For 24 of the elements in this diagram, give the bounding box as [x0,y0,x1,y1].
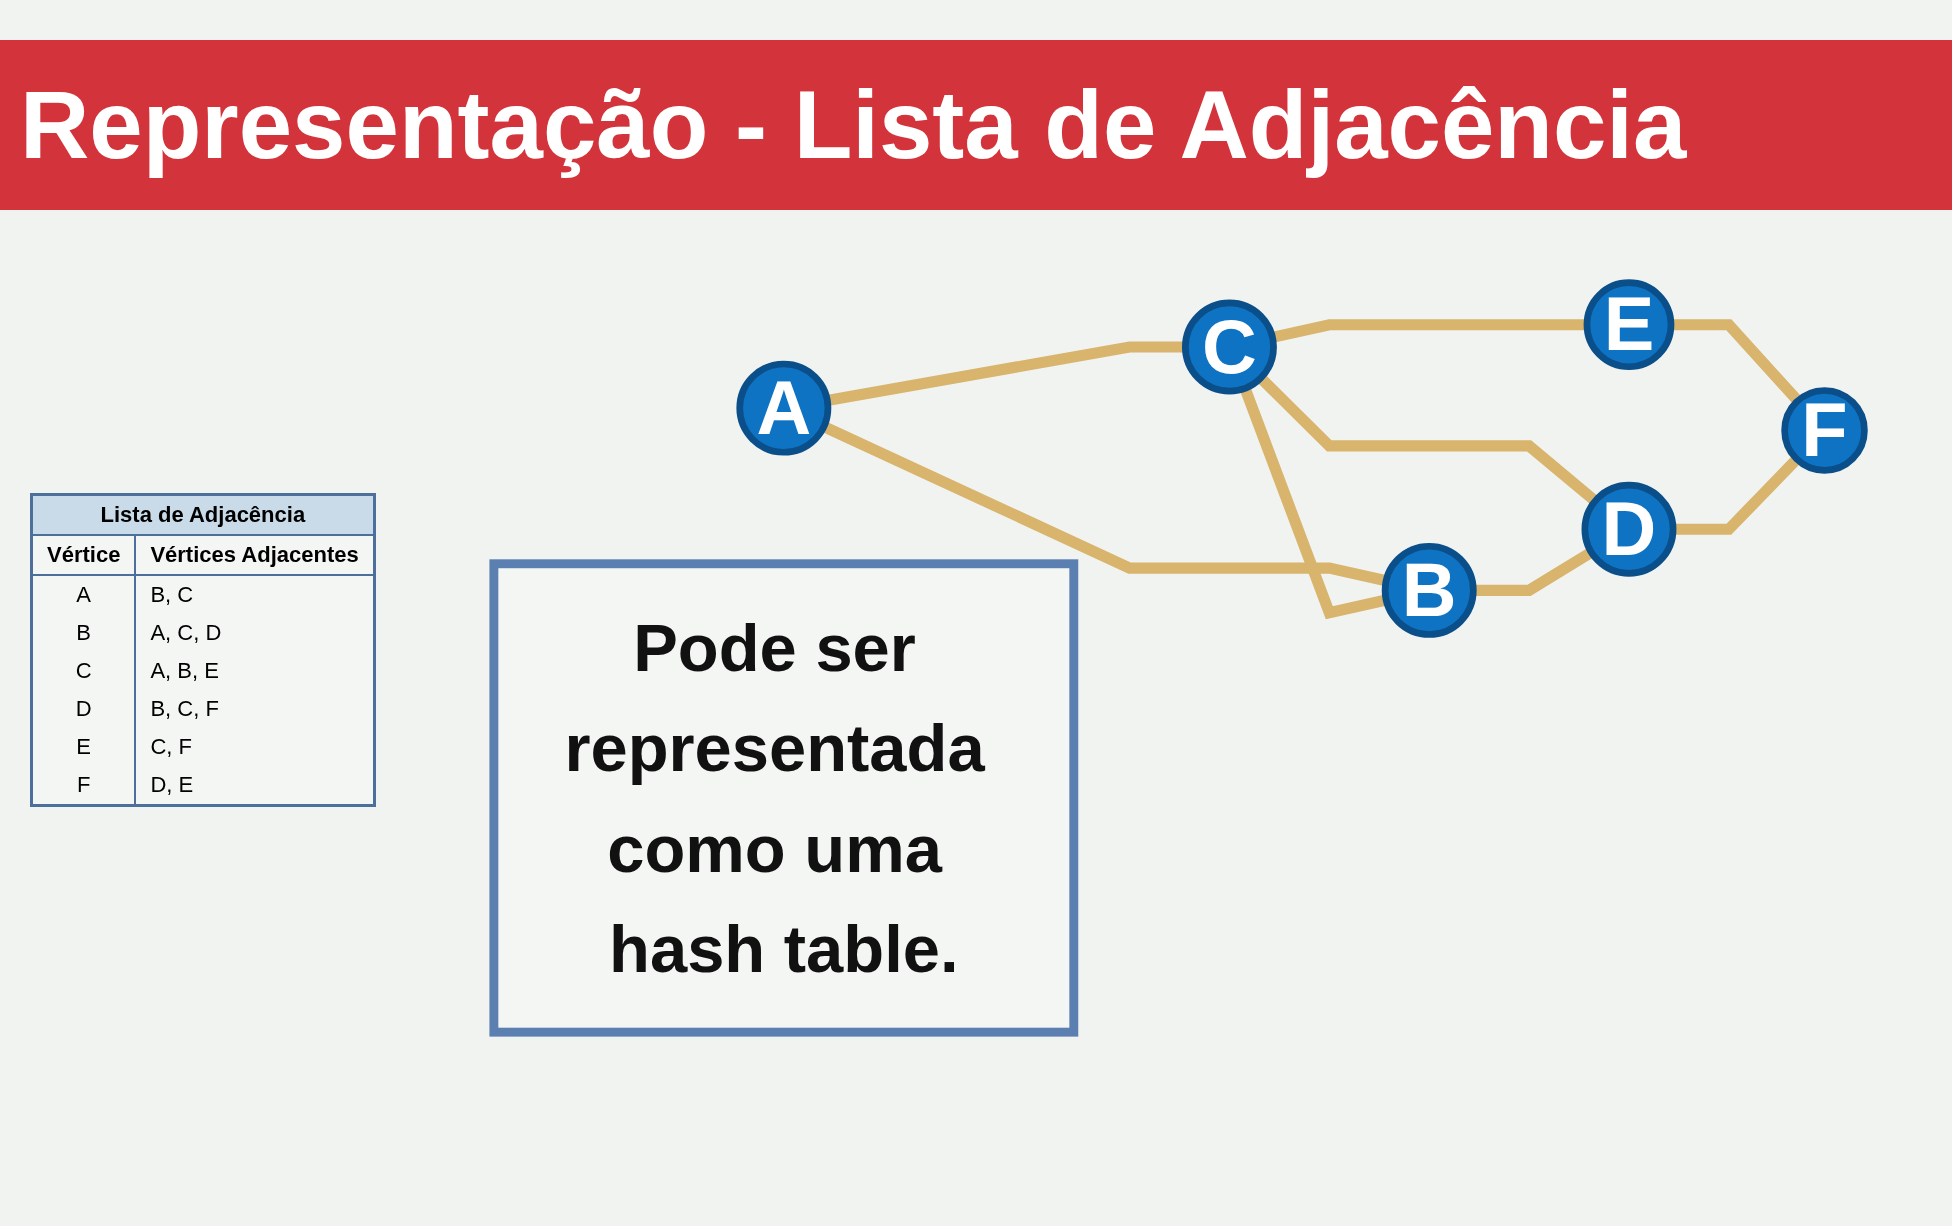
table-title: Lista de Adjacência [31,494,375,535]
table-cell: B, C [135,575,375,614]
node-circle: F [1780,387,1868,474]
node-box: Pode ser representada como uma hash table. [489,559,1078,1037]
node-circle: A [736,360,831,456]
table-cell: D, E [135,766,375,806]
table-cell: B, C, F [135,690,375,728]
table-cell: D [31,690,136,728]
title-banner: Representação - Lista de Adjacência [0,40,1952,210]
table-cell: C, F [135,728,375,766]
node-circle: B [1381,542,1477,638]
connector [1473,547,1594,596]
node-circle: D [1581,481,1677,577]
table-cell: A [31,575,136,614]
connector [1256,374,1599,506]
table-cell: F [31,766,136,806]
table-cell: E [31,728,136,766]
node-circle: E [1583,279,1675,371]
table-cell: A, C, D [135,614,375,652]
table-cell: A, B, E [135,652,375,690]
node-circle: C [1181,299,1277,395]
table-cell: C [31,652,136,690]
column-header: Vértice [31,535,136,575]
table-cell: B [31,614,136,652]
